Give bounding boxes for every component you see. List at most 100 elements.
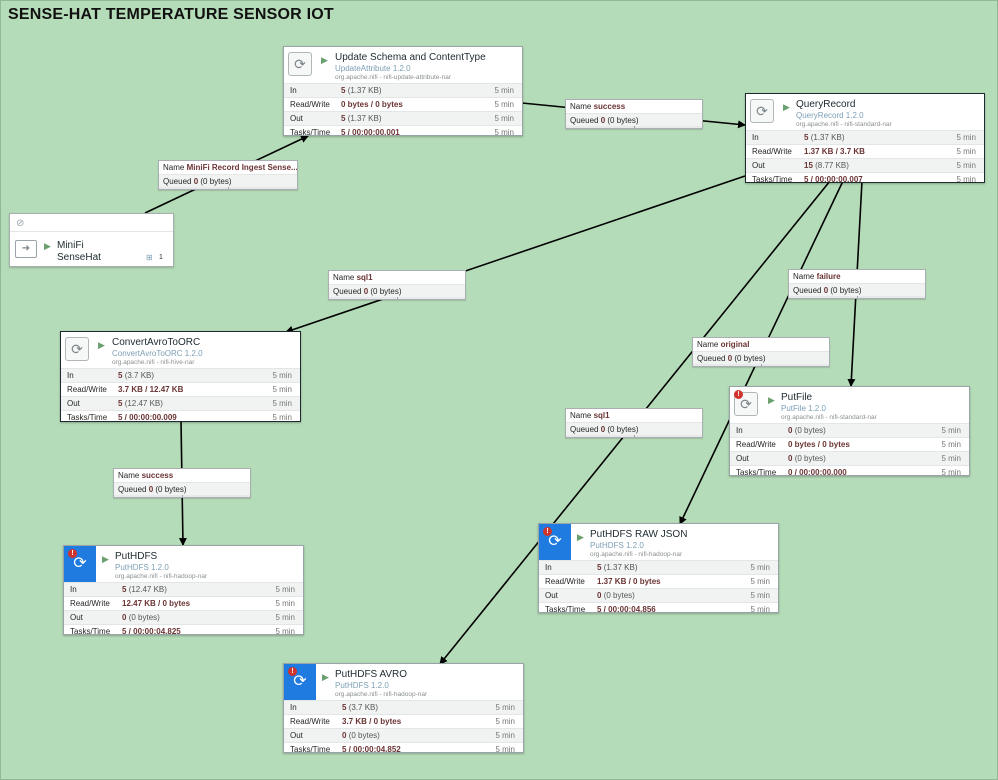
in-time: 5 min — [956, 133, 976, 142]
processor-convert-avro-to-orc[interactable]: ⟳ ▶ ConvertAvroToORC ConvertAvroToORC 1.… — [60, 331, 301, 422]
queued-size: (0 bytes) — [607, 425, 639, 434]
warning-badge-icon: ! — [734, 390, 743, 399]
tasks-label: Tasks/Time — [290, 745, 331, 754]
processor-name: PutHDFS AVRO — [335, 669, 408, 680]
read-write-value: 1.37 KB / 0 bytes — [597, 577, 661, 586]
read-write-value: 0 bytes / 0 bytes — [788, 440, 850, 449]
in-label: In — [290, 86, 297, 95]
connection-queued-label: Queued — [163, 177, 192, 186]
in-label: In — [290, 703, 297, 712]
out-label: Out — [545, 591, 558, 600]
queued-size: (0 bytes) — [607, 116, 639, 125]
in-time: 5 min — [272, 371, 292, 380]
out-size: (8.77 KB) — [815, 161, 849, 170]
processor-type: PutHDFS 1.2.0 — [335, 681, 389, 690]
processor-bundle: org.apache.nifi - nifi-update-attribute-… — [335, 74, 451, 81]
processor-icon: ⟳ — [288, 52, 312, 76]
tasks-value: 5 / 00:00:00.009 — [118, 413, 177, 422]
out-label: Out — [290, 731, 303, 740]
queued-size: (0 bytes) — [155, 485, 187, 494]
tasks-time: 5 min — [494, 128, 514, 137]
processor-query-record[interactable]: ⟳ ▶ QueryRecord QueryRecord 1.2.0 org.ap… — [745, 93, 985, 184]
processor-puthdfs[interactable]: ⟳ ! ▶ PutHDFS PutHDFS 1.2.0 org.apache.n… — [63, 545, 304, 636]
read-write-value: 12.47 KB / 0 bytes — [122, 599, 191, 608]
connection-minifi-ingest[interactable]: Name MiniFi Record Ingest Sense... Queue… — [158, 160, 298, 190]
queued-size: (0 bytes) — [200, 177, 232, 186]
queued-size: (0 bytes) — [734, 354, 766, 363]
play-icon: ▶ — [321, 55, 328, 65]
out-count: 0 — [788, 454, 793, 463]
connection-failure[interactable]: Name failure Queued 0 (0 bytes) — [788, 269, 926, 299]
tasks-value: 0 / 00:00:00.000 — [788, 468, 847, 477]
in-label: In — [736, 426, 743, 435]
read-write-time: 5 min — [494, 100, 514, 109]
connection-queued-label: Queued — [118, 485, 147, 494]
play-icon: ▶ — [102, 554, 109, 564]
connection-success-top[interactable]: Name success Queued 0 (0 bytes) — [565, 99, 703, 129]
connection-original[interactable]: Name original Queued 0 (0 bytes) — [692, 337, 830, 367]
out-count: 15 — [804, 161, 813, 170]
in-size: (3.7 KB) — [348, 703, 379, 712]
out-time: 5 min — [941, 454, 961, 463]
canvas-title: SENSE-HAT TEMPERATURE SENSOR IOT — [8, 6, 334, 23]
connection-name-label: Name — [570, 102, 592, 111]
connection-name-label: Name — [333, 273, 355, 282]
processor-name: PutHDFS — [115, 551, 158, 562]
tasks-time: 5 min — [941, 468, 961, 477]
in-count: 5 — [342, 703, 347, 712]
processor-update-schema[interactable]: ⟳ ▶ Update Schema and ContentType Update… — [283, 46, 523, 137]
read-write-value: 0 bytes / 0 bytes — [341, 100, 403, 109]
grid-icon: ⊞ — [146, 253, 153, 262]
processor-puthdfs-avro[interactable]: ⟳ ! ▶ PutHDFS AVRO PutHDFS 1.2.0 org.apa… — [283, 663, 524, 754]
queued-size: (0 bytes) — [370, 287, 402, 296]
out-size: (0 bytes) — [348, 731, 380, 740]
remote-group-minifi[interactable]: ⊘ ➜ ▶ MiniFi SenseHat ⊞ 1 — [9, 213, 174, 267]
queued-count: 0 — [600, 116, 606, 125]
connection-name: original — [720, 340, 750, 349]
connection-sql1-mid[interactable]: Name sql1 Queued 0 (0 bytes) — [565, 408, 703, 438]
out-label: Out — [752, 161, 765, 170]
connection-name: sql1 — [356, 273, 373, 282]
processor-puthdfs-raw-json[interactable]: ⟳ ! ▶ PutHDFS RAW JSON PutHDFS 1.2.0 org… — [538, 523, 779, 614]
tasks-label: Tasks/Time — [290, 128, 331, 137]
processor-type: PutHDFS 1.2.0 — [590, 541, 644, 550]
queued-count: 0 — [823, 286, 829, 295]
in-count: 5 — [118, 371, 123, 380]
processor-put-file[interactable]: ⟳ ! ▶ PutFile PutFile 1.2.0 org.apache.n… — [729, 386, 970, 477]
warning-badge-icon: ! — [543, 527, 552, 536]
in-time: 5 min — [750, 563, 770, 572]
connection-queued-label: Queued — [570, 116, 599, 125]
read-write-label: Read/Write — [736, 440, 776, 449]
out-size: (0 bytes) — [603, 591, 635, 600]
read-write-time: 5 min — [275, 599, 295, 608]
connection-name: sql1 — [593, 411, 610, 420]
tasks-value: 5 / 00:00:00.001 — [341, 128, 400, 137]
out-count: 5 — [118, 399, 123, 408]
in-count: 5 — [122, 585, 127, 594]
out-size: (0 bytes) — [128, 613, 160, 622]
out-label: Out — [290, 114, 303, 123]
port-count: 1 — [159, 254, 163, 261]
play-icon: ▶ — [44, 241, 51, 251]
processor-bundle: org.apache.nifi - nifi-hive-nar — [112, 359, 195, 366]
processor-icon: ⟳ — [65, 337, 89, 361]
out-count: 5 — [341, 114, 346, 123]
connection-sql1-left[interactable]: Name sql1 Queued 0 (0 bytes) — [328, 270, 466, 300]
connection-name: success — [141, 471, 174, 480]
tasks-label: Tasks/Time — [736, 468, 777, 477]
out-count: 0 — [122, 613, 127, 622]
transmission-disabled-icon: ⊘ — [16, 218, 25, 229]
tasks-label: Tasks/Time — [545, 605, 586, 614]
in-size: (3.7 KB) — [124, 371, 155, 380]
read-write-time: 5 min — [941, 440, 961, 449]
read-write-value: 3.7 KB / 0 bytes — [342, 717, 402, 726]
processor-name: PutFile — [781, 392, 813, 403]
connection-success-left[interactable]: Name success Queued 0 (0 bytes) — [113, 468, 251, 498]
in-label: In — [752, 133, 759, 142]
warning-badge-icon: ! — [68, 549, 77, 558]
in-time: 5 min — [494, 86, 514, 95]
queued-count: 0 — [363, 287, 369, 296]
in-size: (12.47 KB) — [128, 585, 167, 594]
in-time: 5 min — [495, 703, 515, 712]
